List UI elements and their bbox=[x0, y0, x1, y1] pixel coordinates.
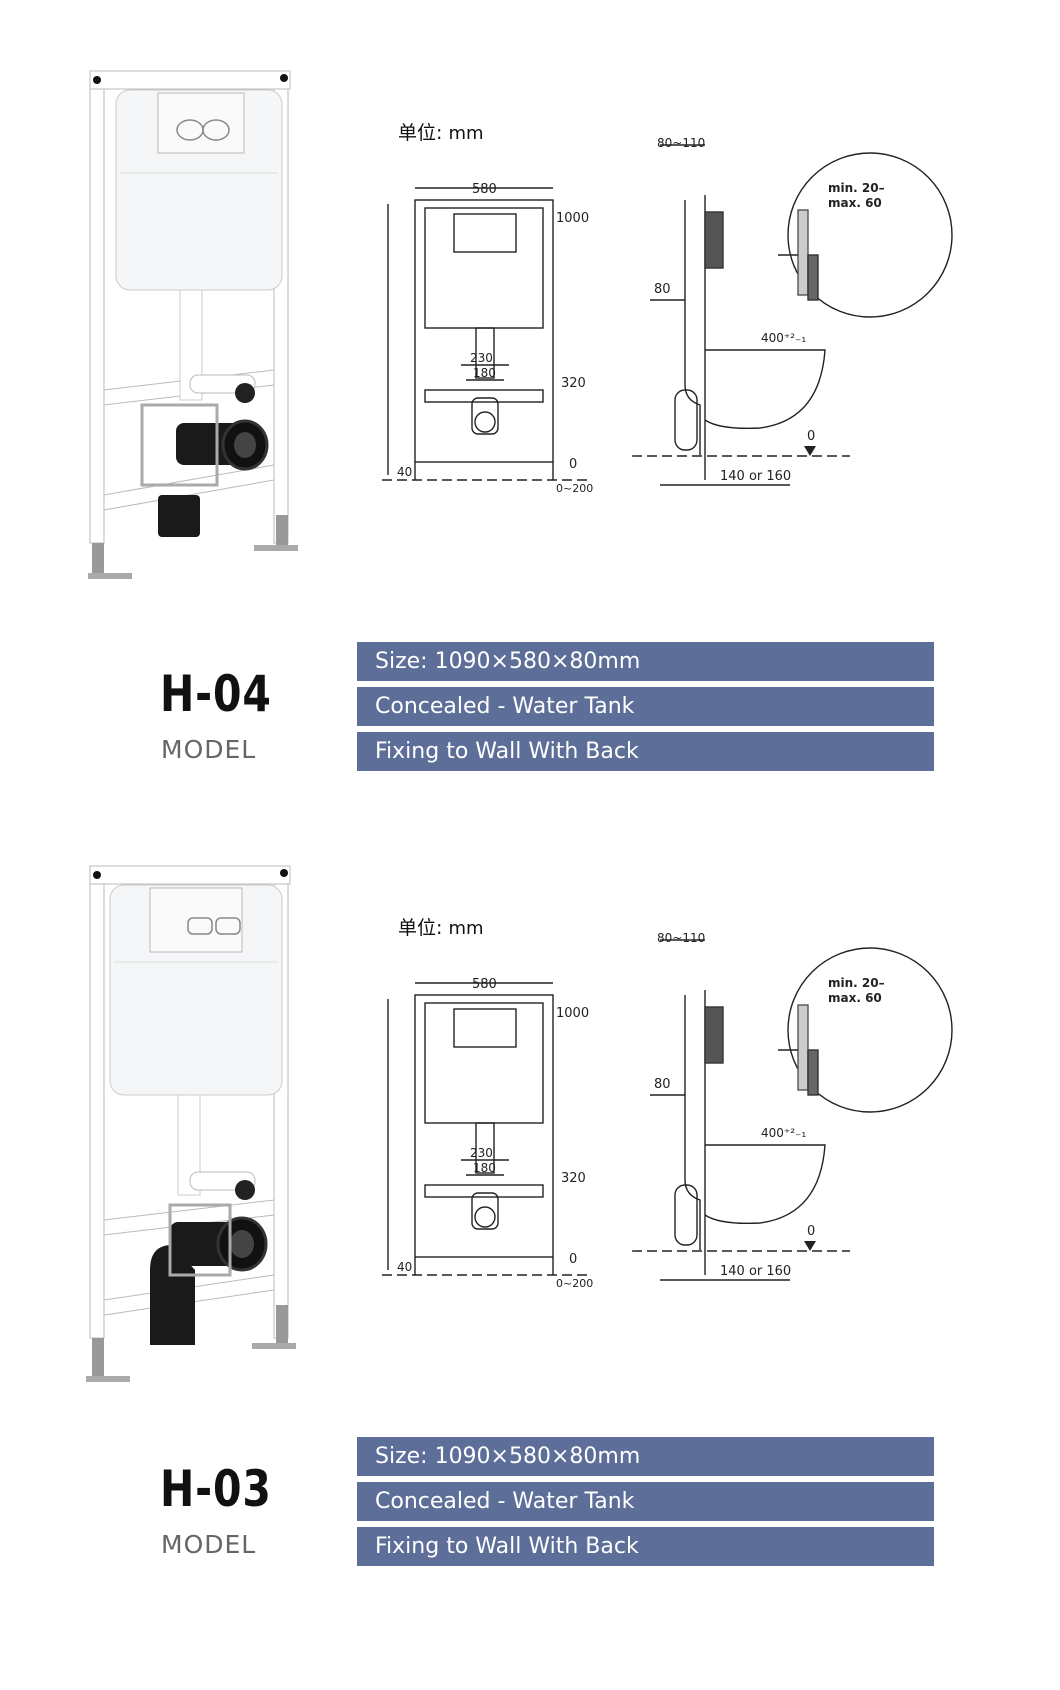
product-photo-h03 bbox=[86, 865, 296, 1382]
dim-wall-min: min. 20– bbox=[828, 976, 885, 990]
model-code: H-04 bbox=[160, 665, 272, 723]
dim-wall-max: max. 60 bbox=[828, 991, 882, 1005]
spec-fixing: Fixing to Wall With Back bbox=[357, 732, 934, 771]
dim-side-zero: 0 bbox=[807, 429, 815, 444]
model-label: MODEL bbox=[161, 735, 257, 764]
dim-spacing: 140 or 160 bbox=[720, 1264, 791, 1279]
dim-zero: 0 bbox=[569, 457, 577, 472]
spec-tank: Concealed - Water Tank bbox=[357, 1482, 934, 1521]
dim-height: 1090 bbox=[380, 1102, 384, 1135]
spec-fixing: Fixing to Wall With Back bbox=[357, 1527, 934, 1566]
product-photo-h04 bbox=[88, 70, 298, 579]
dim-pipe-outer: 230 bbox=[470, 351, 493, 365]
model-label: MODEL bbox=[161, 1530, 257, 1559]
dim-wall-min: min. 20– bbox=[828, 181, 885, 195]
dim-side-offset: 80 bbox=[654, 1077, 671, 1092]
dim-mid-right: 320 bbox=[561, 376, 586, 391]
dim-bowl-height: 400⁺²₋₁ bbox=[761, 1126, 806, 1140]
spec-bars: Size: 1090×580×80mm Concealed - Water Ta… bbox=[357, 1437, 934, 1572]
dim-mid-right: 320 bbox=[561, 1171, 586, 1186]
dim-width: 580 bbox=[472, 977, 497, 992]
technical-drawing-h04: 580 1090 1000 230 180 320 40 0 0~200 80~… bbox=[380, 136, 953, 495]
dim-top-right: 1000 bbox=[556, 211, 589, 226]
dim-bottom-left: 40 bbox=[397, 465, 412, 479]
spec-bars: Size: 1090×580×80mm Concealed - Water Ta… bbox=[357, 642, 934, 777]
dim-pipe-inner: 180 bbox=[473, 366, 496, 380]
unit-label: 单位: mm bbox=[398, 122, 484, 144]
dim-side-zero: 0 bbox=[807, 1224, 815, 1239]
unit-label: 单位: mm bbox=[398, 917, 484, 939]
dim-side-offset: 80 bbox=[654, 282, 671, 297]
flush-button-rect-icon bbox=[187, 917, 241, 935]
dim-spacing: 140 or 160 bbox=[720, 469, 791, 484]
dim-adjust: 0~200 bbox=[556, 482, 593, 495]
spec-tank: Concealed - Water Tank bbox=[357, 687, 934, 726]
product-section-h03: 单位: mm 580 1090 1000 230 180 320 40 0 0~… bbox=[0, 795, 1060, 1595]
technical-drawing-h03: 580 1090 1000 230 180 320 40 0 0~200 80~… bbox=[380, 931, 953, 1290]
dim-bowl-height: 400⁺²₋₁ bbox=[761, 331, 806, 345]
dim-pipe-outer: 230 bbox=[470, 1146, 493, 1160]
dim-height: 1090 bbox=[380, 307, 384, 340]
dim-zero: 0 bbox=[569, 1252, 577, 1267]
dim-wall-max: max. 60 bbox=[828, 196, 882, 210]
dim-adjust: 0~200 bbox=[556, 1277, 593, 1290]
flush-button-round-icon bbox=[176, 119, 230, 141]
product-section-h04: 单位: mm 580 1090 1000 230 180 320 40 0 0~… bbox=[0, 0, 1060, 800]
model-code: H-03 bbox=[160, 1460, 272, 1518]
spec-size: Size: 1090×580×80mm bbox=[357, 642, 934, 681]
dim-depth: 80~110 bbox=[657, 931, 705, 945]
dim-depth: 80~110 bbox=[657, 136, 705, 150]
dim-bottom-left: 40 bbox=[397, 1260, 412, 1274]
dim-top-right: 1000 bbox=[556, 1006, 589, 1021]
spec-size: Size: 1090×580×80mm bbox=[357, 1437, 934, 1476]
dim-pipe-inner: 180 bbox=[473, 1161, 496, 1175]
dim-width: 580 bbox=[472, 182, 497, 197]
